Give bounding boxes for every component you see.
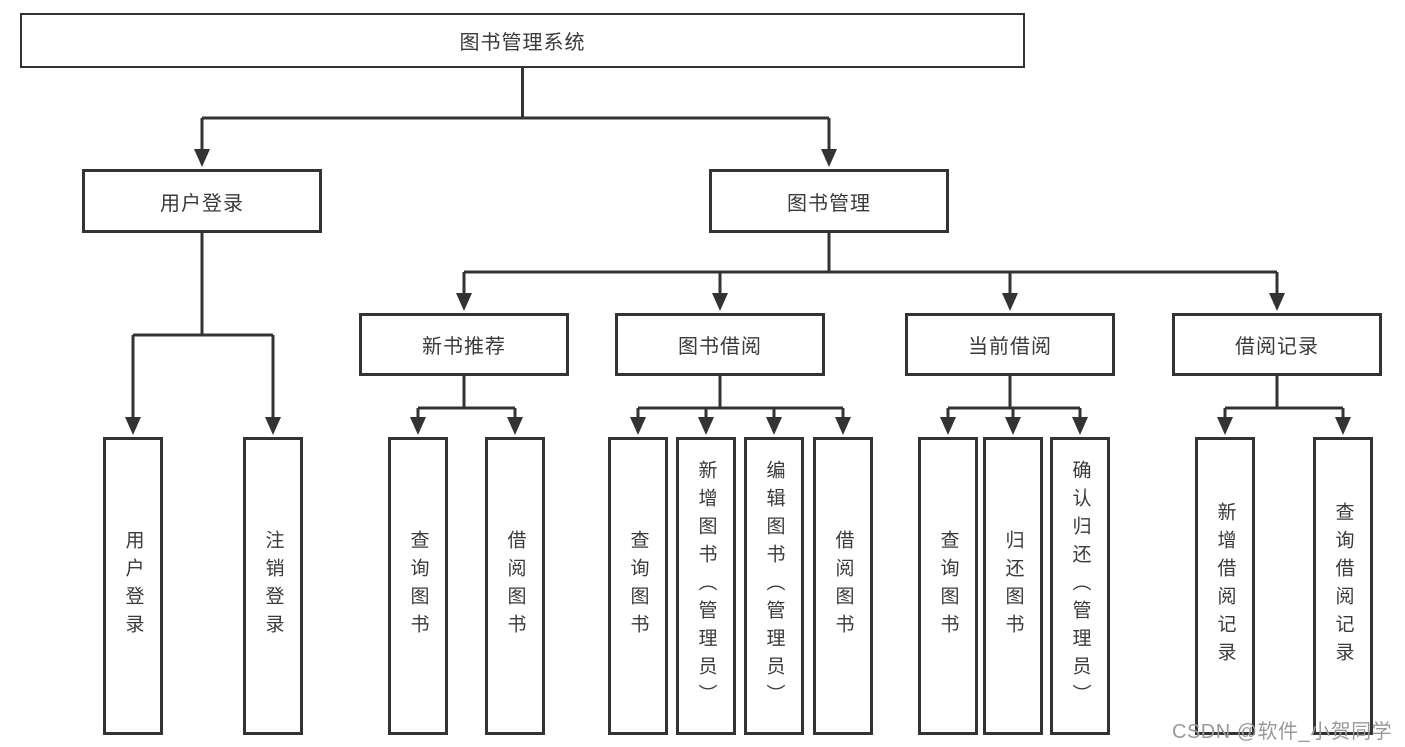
node-label: 图书借阅 xyxy=(678,336,762,358)
node-label: 新书推荐 xyxy=(422,336,506,358)
leaf-label: 编辑图书（管理员） xyxy=(763,460,785,712)
csdn-watermark: CSDN @软件_小贺同学 xyxy=(1172,721,1393,743)
leaf-borrow-books: 借阅图书 xyxy=(813,437,873,735)
node-borrowing-records: 借阅记录 xyxy=(1172,313,1382,376)
node-book-borrowing: 图书借阅 xyxy=(615,313,825,376)
leaf-borrow-books-recommend: 借阅图书 xyxy=(485,437,545,735)
node-current-borrowing: 当前借阅 xyxy=(905,313,1115,376)
leaf-label: 查询借阅记录 xyxy=(1332,502,1354,670)
node-root-label: 图书管理系统 xyxy=(459,32,586,54)
leaf-label: 新增图书（管理员） xyxy=(695,460,717,712)
node-root-system: 图书管理系统 xyxy=(20,13,1025,68)
leaf-label: 查询图书 xyxy=(407,530,429,642)
leaf-add-books-admin: 新增图书（管理员） xyxy=(676,437,736,735)
node-book-management-module: 图书管理 xyxy=(709,169,949,233)
leaf-label: 用户登录 xyxy=(122,530,144,642)
leaf-edit-books-admin: 编辑图书（管理员） xyxy=(744,437,804,735)
leaf-logout: 注销登录 xyxy=(243,437,303,735)
leaf-label: 查询图书 xyxy=(937,530,959,642)
leaf-label: 注销登录 xyxy=(262,530,284,642)
node-label: 用户登录 xyxy=(160,192,244,215)
leaf-query-books-current: 查询图书 xyxy=(918,437,978,735)
leaf-query-borrow-record: 查询借阅记录 xyxy=(1313,437,1373,735)
node-label: 图书管理 xyxy=(787,192,871,215)
leaf-label: 借阅图书 xyxy=(832,530,854,642)
leaf-label: 借阅图书 xyxy=(504,530,526,642)
leaf-user-login: 用户登录 xyxy=(103,437,163,735)
leaf-label: 归还图书 xyxy=(1002,530,1024,642)
node-new-book-recommend: 新书推荐 xyxy=(359,313,569,376)
node-label: 当前借阅 xyxy=(968,336,1052,358)
leaf-label: 查询图书 xyxy=(627,530,649,642)
node-user-login-module: 用户登录 xyxy=(82,169,322,233)
leaf-label: 确认归还（管理员） xyxy=(1069,460,1091,712)
leaf-return-books: 归还图书 xyxy=(983,437,1043,735)
leaf-add-borrow-record: 新增借阅记录 xyxy=(1195,437,1255,735)
leaf-label: 新增借阅记录 xyxy=(1214,502,1236,670)
leaf-query-books-recommend: 查询图书 xyxy=(388,437,448,735)
leaf-query-books-borrowing: 查询图书 xyxy=(608,437,668,735)
leaf-confirm-return-admin: 确认归还（管理员） xyxy=(1050,437,1110,735)
node-label: 借阅记录 xyxy=(1235,336,1319,358)
